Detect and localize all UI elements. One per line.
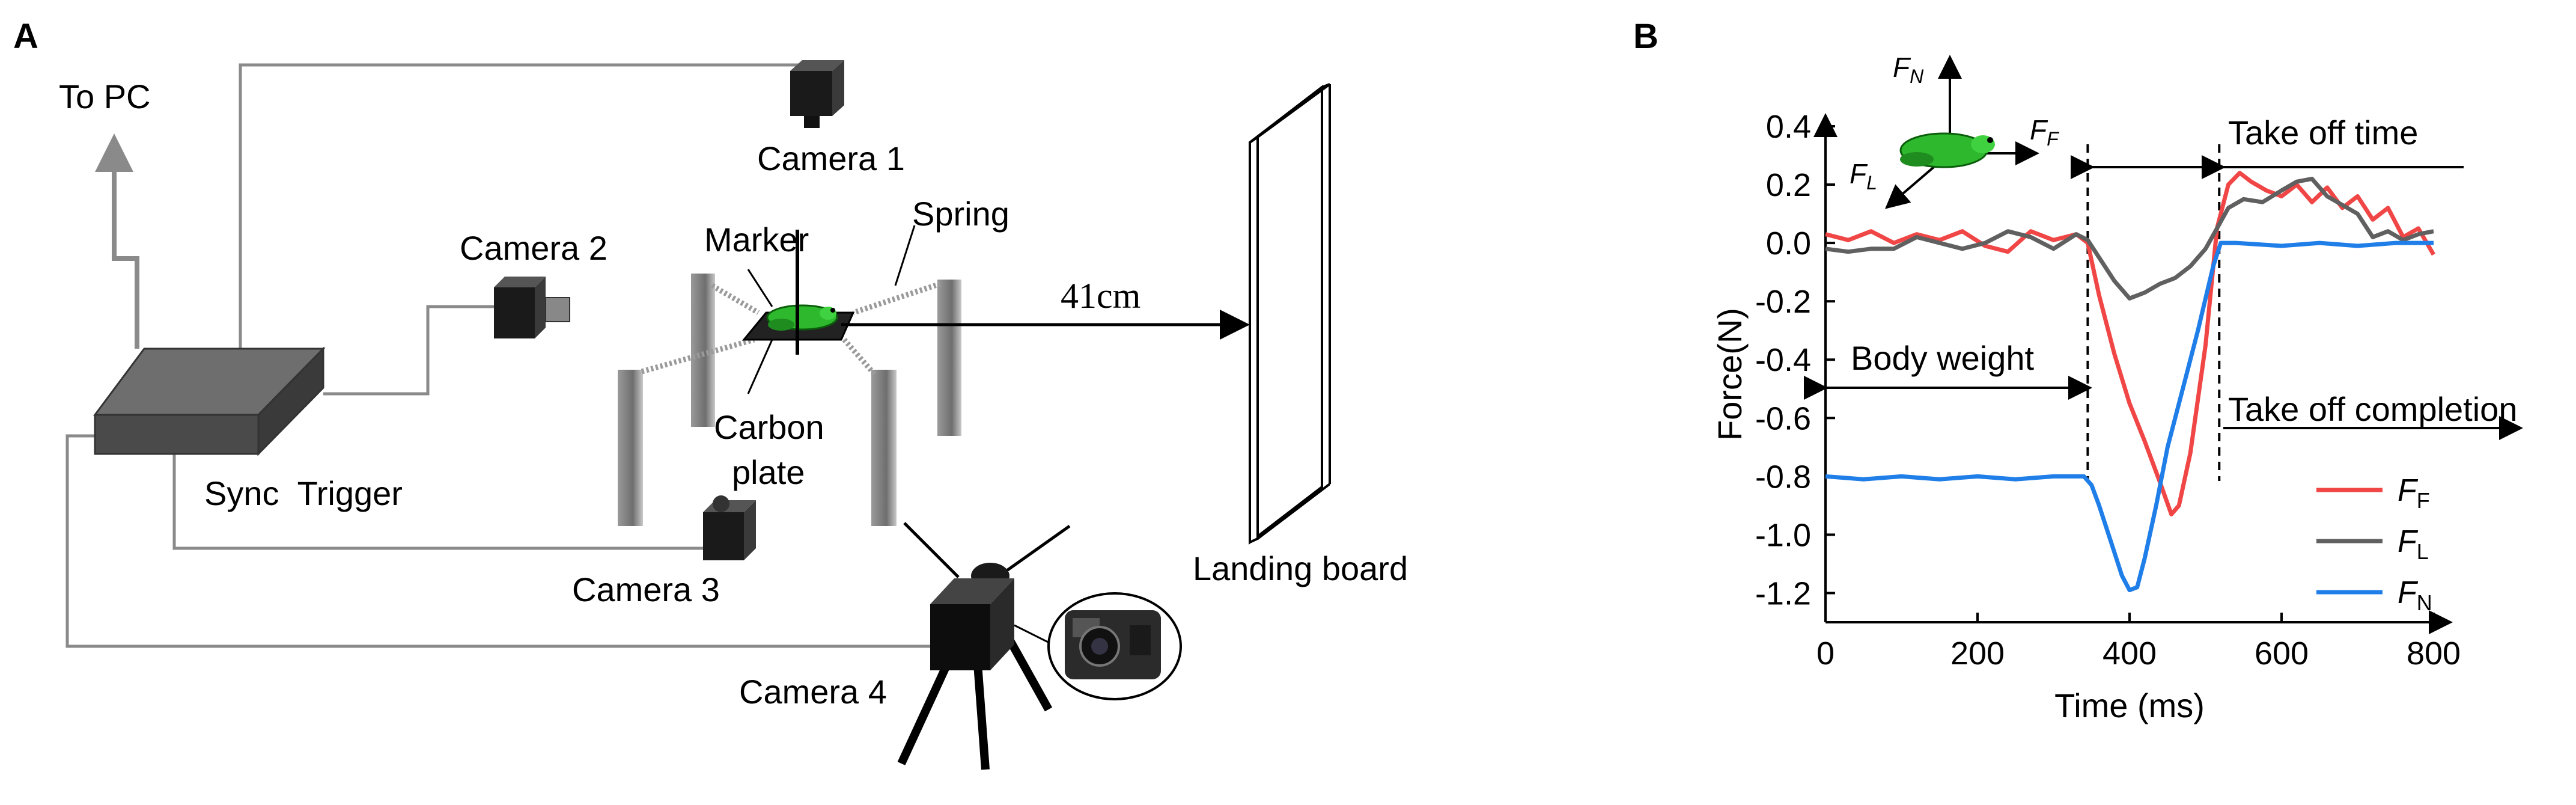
post-front-left bbox=[618, 370, 643, 526]
panel-b-label: B bbox=[1633, 17, 1658, 56]
frog-glyph-icon bbox=[1899, 132, 1995, 168]
fn-axis-label: FN bbox=[1893, 52, 1924, 87]
camera3-icon bbox=[703, 495, 756, 560]
force-time-chart: 0.4 0.2 0.0 -0.2 -0.4 -0.6 -0.8 -1.0 -1.20 200 400… bbox=[1711, 109, 2461, 724]
ff-axis-label: FF bbox=[2030, 114, 2060, 150]
camera2-label: Camera 2 bbox=[460, 229, 607, 267]
legend-label-n: FN bbox=[2398, 575, 2432, 615]
panel-a-label: A bbox=[13, 17, 38, 56]
landing-board-label: Landing board bbox=[1193, 549, 1408, 587]
x-axis-title: Time (ms) bbox=[2054, 687, 2205, 724]
legend-label-l: FL bbox=[2398, 524, 2429, 564]
y-tick-label: 0.2 bbox=[1766, 167, 1811, 203]
y-tick-label: -1.2 bbox=[1755, 575, 1811, 611]
x-tick-label: 400 bbox=[2103, 635, 2157, 672]
spring-label: Spring bbox=[912, 195, 1009, 233]
series-line-l bbox=[1825, 176, 2434, 301]
y-tick-label: 0.4 bbox=[1766, 109, 1811, 145]
cable-camera4 bbox=[65, 434, 934, 648]
camera1-label: Camera 1 bbox=[757, 139, 905, 177]
cable-camera3 bbox=[172, 448, 707, 550]
cable-camera2 bbox=[323, 305, 494, 396]
gopro-callout-line bbox=[1014, 624, 1051, 644]
y-tick-label: -1.0 bbox=[1755, 517, 1811, 553]
y-tick-label: -0.8 bbox=[1755, 459, 1811, 495]
sync-trigger-label: Sync Trigger bbox=[204, 474, 403, 512]
body-weight-label: Body weight bbox=[1851, 339, 2035, 377]
marker-label: Marker bbox=[704, 221, 809, 259]
panel-a: A To PC Sync Trigger Camera 1 bbox=[13, 17, 1408, 770]
legend-label-f: FF bbox=[2398, 473, 2430, 513]
y-tick-label: -0.6 bbox=[1755, 400, 1811, 436]
camera4-label: Camera 4 bbox=[739, 673, 887, 711]
x-tick-label: 800 bbox=[2407, 635, 2461, 672]
x-tick-label: 200 bbox=[1950, 635, 2005, 672]
camera4-icon bbox=[897, 522, 1071, 770]
distance-label: 41cm bbox=[1061, 276, 1140, 316]
takeoff-completion-label: Take off completion bbox=[2228, 390, 2517, 428]
camera3-label: Camera 3 bbox=[572, 571, 720, 608]
gopro-inset bbox=[1047, 592, 1182, 700]
annotation-arrows bbox=[1804, 155, 2523, 440]
carbon-pointer bbox=[747, 339, 773, 394]
camera2-icon bbox=[494, 277, 570, 338]
panel-b: B FN FF FL 0.4 0.2 0.0 -0.2 -0.4 -0.6 -0.8 -1.0… bbox=[1633, 17, 2523, 724]
cable-to-pc bbox=[95, 133, 139, 349]
frog-icon bbox=[766, 304, 838, 331]
sync-trigger-box bbox=[93, 346, 326, 456]
post-back-right bbox=[937, 280, 961, 436]
y-tick-label: -0.2 bbox=[1755, 284, 1811, 320]
carbon-label-line1: Carbon bbox=[714, 408, 824, 446]
springs bbox=[641, 281, 942, 376]
y-tick-label: 0.0 bbox=[1766, 225, 1811, 262]
x-tick-label: 0 bbox=[1816, 635, 1835, 672]
camera1-icon bbox=[790, 60, 844, 128]
landing-board bbox=[1249, 83, 1331, 545]
to-pc-label: To PC bbox=[59, 78, 151, 115]
series-line-n bbox=[1825, 240, 2434, 593]
takeoff-time-label: Take off time bbox=[2228, 114, 2418, 152]
post-front-right bbox=[871, 370, 897, 526]
spring-pointer bbox=[894, 225, 916, 286]
fl-axis-label: FL bbox=[1850, 158, 1877, 194]
y-tick-label: -0.4 bbox=[1755, 342, 1811, 378]
marker-pointer bbox=[747, 269, 773, 307]
carbon-label-line2: plate bbox=[732, 453, 805, 491]
y-axis-title: Force(N) bbox=[1711, 308, 1749, 441]
x-tick-label: 600 bbox=[2255, 635, 2309, 672]
